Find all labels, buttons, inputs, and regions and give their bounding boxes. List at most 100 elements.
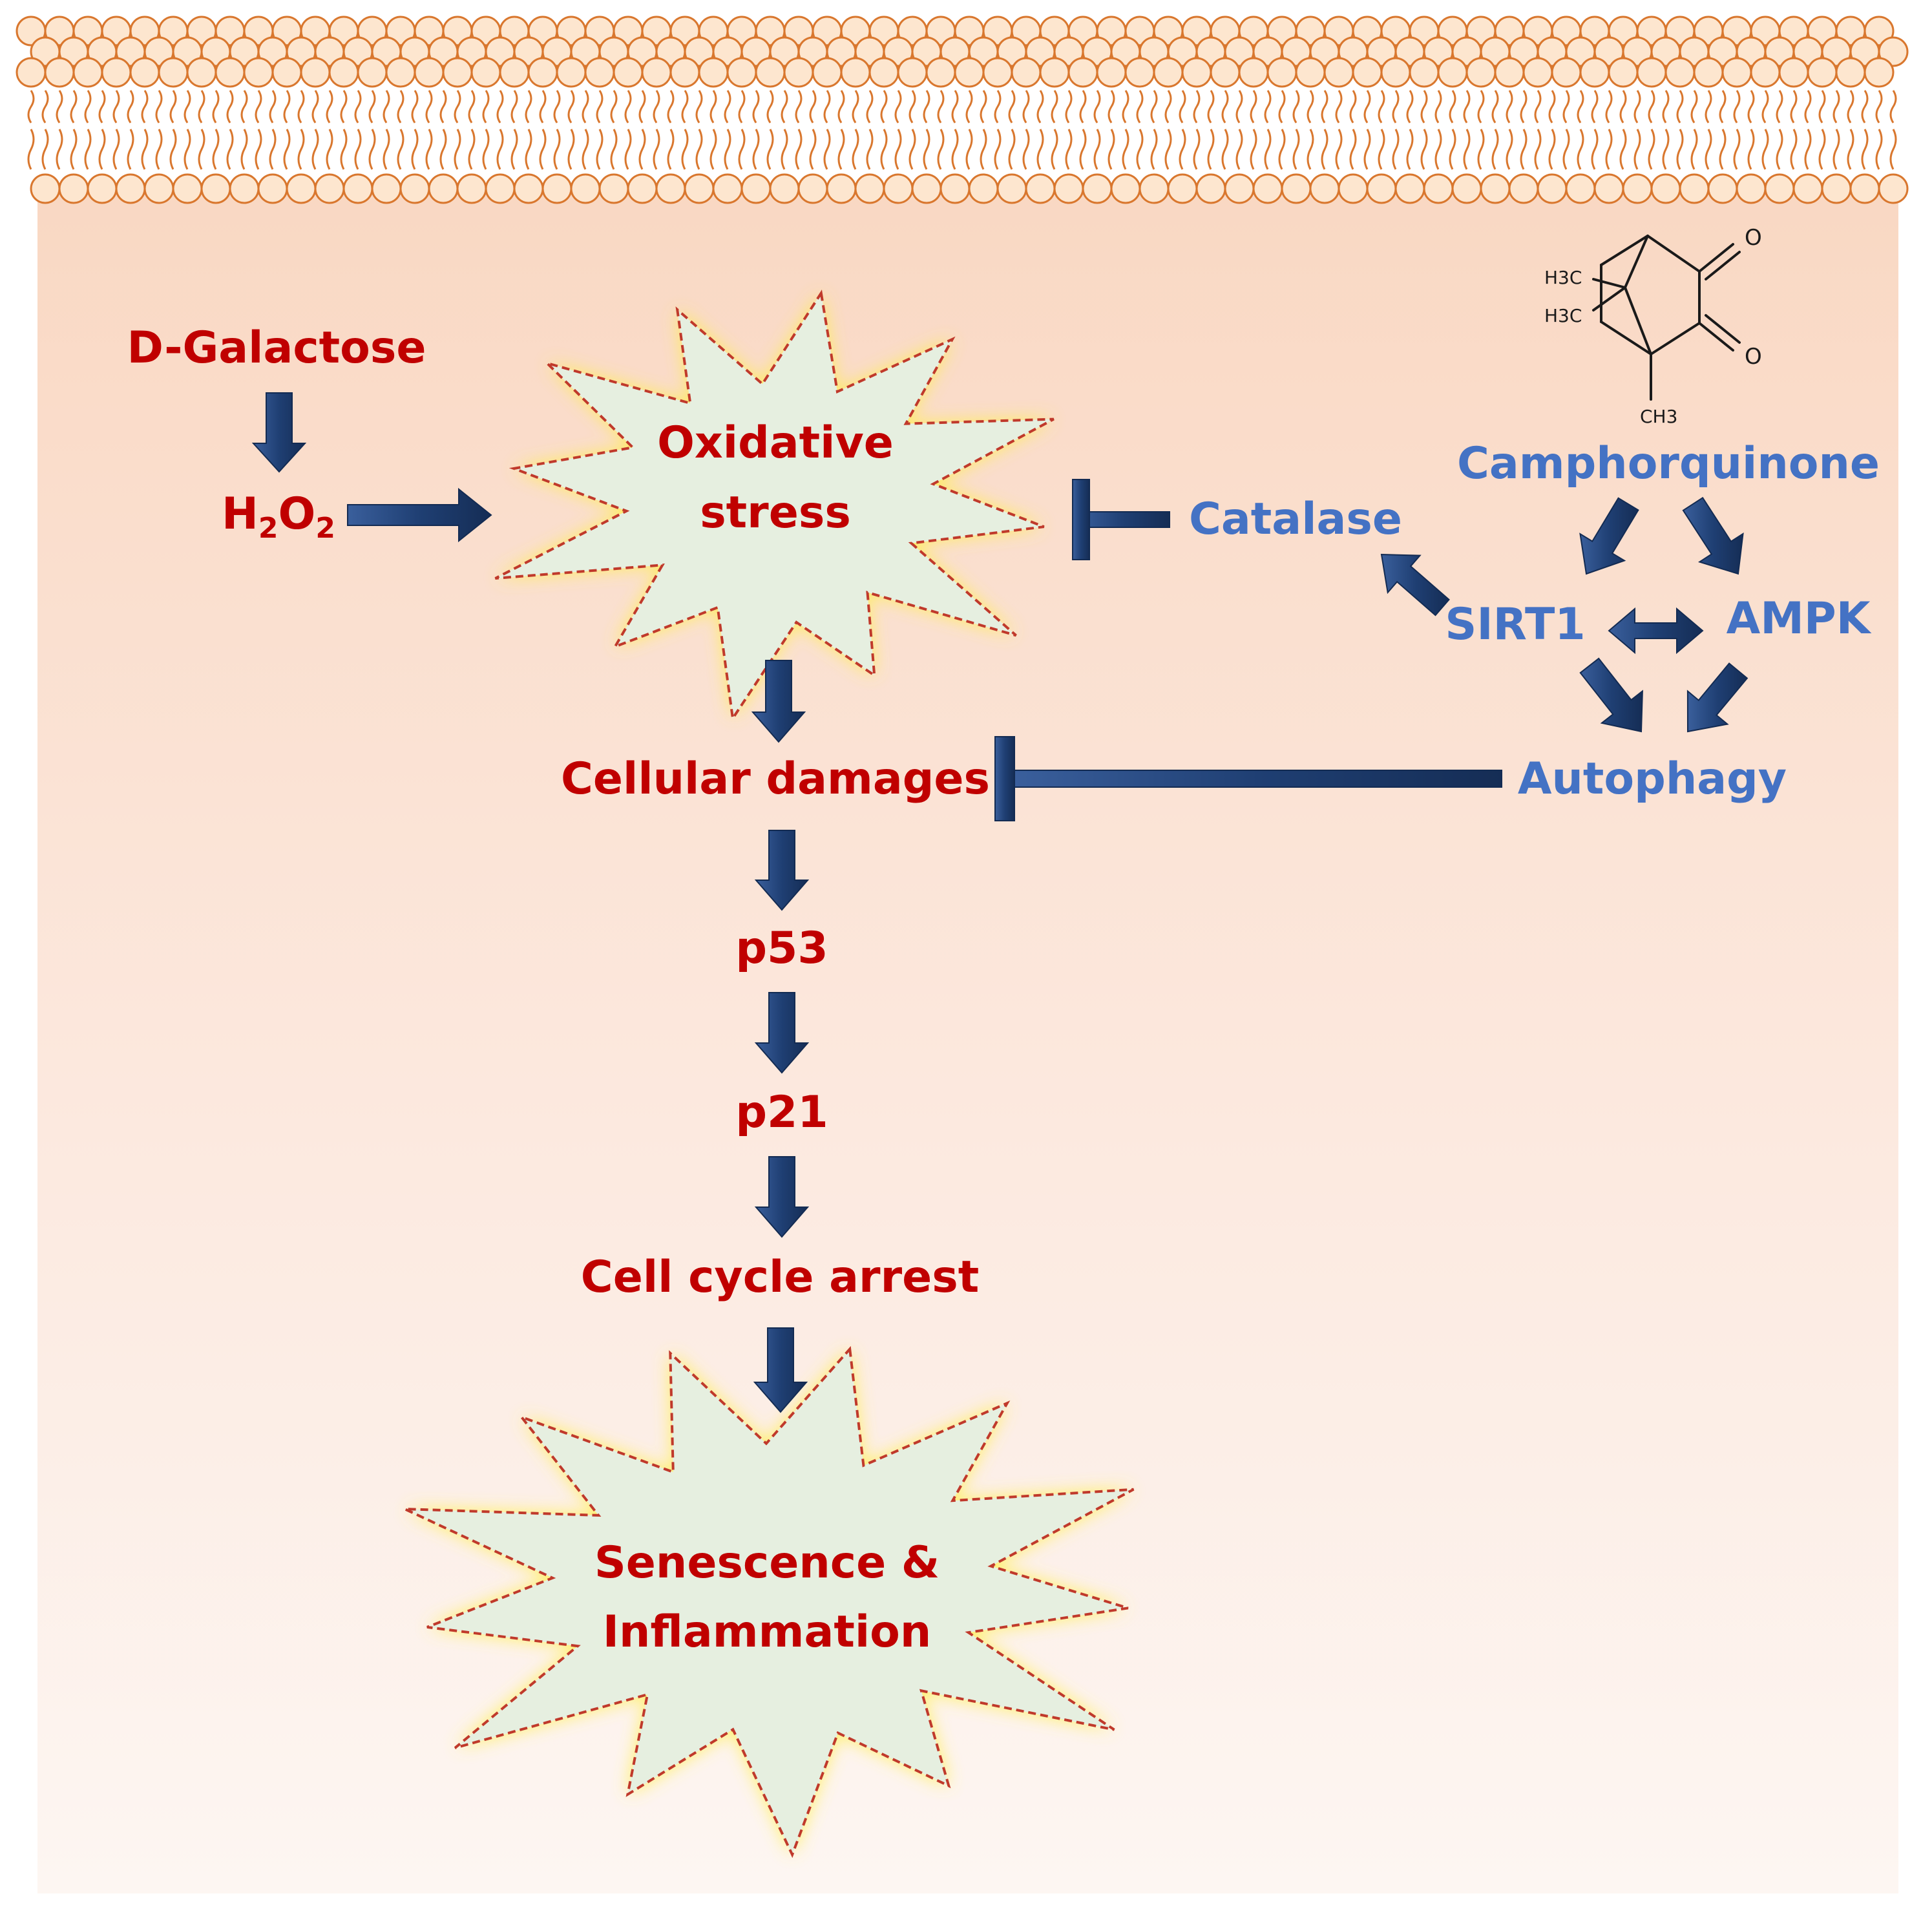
lipid-tail xyxy=(738,129,746,170)
lipid-tail xyxy=(965,129,973,170)
lipid-head xyxy=(726,57,757,88)
lipid-tail xyxy=(667,90,675,123)
lipid-head xyxy=(1124,57,1155,88)
lipid-tail xyxy=(681,90,689,123)
lipid-tail xyxy=(923,129,930,170)
lipid-tail xyxy=(1832,129,1840,170)
lipid-head xyxy=(1366,173,1397,204)
lipid-head xyxy=(1821,173,1852,204)
lipid-head xyxy=(1778,57,1809,88)
molecule-label-methyl-1: H3C xyxy=(1544,267,1582,288)
lipid-tail xyxy=(553,90,561,123)
bond xyxy=(1650,322,1701,355)
lipid-tail xyxy=(1875,129,1883,170)
lipid-tail xyxy=(1648,90,1655,123)
lipid-tail xyxy=(1832,90,1840,123)
lipid-tail xyxy=(781,90,788,123)
lipid-head xyxy=(470,57,501,88)
lipid-head xyxy=(1380,57,1411,88)
molecule-label-methyl-3: CH3 xyxy=(1640,406,1678,427)
lipid-tail xyxy=(1349,90,1357,123)
lipid-tail xyxy=(852,90,859,123)
lipid-head xyxy=(940,173,971,204)
lipid-tail xyxy=(1207,90,1215,123)
lipid-tail xyxy=(1676,129,1684,170)
lipid-head xyxy=(1352,57,1383,88)
lipid-tail xyxy=(340,90,348,123)
lipid-tail xyxy=(326,90,333,123)
cell-membrane xyxy=(16,16,1909,204)
lipid-tail xyxy=(1562,129,1570,170)
label-p21: p21 xyxy=(735,1087,828,1138)
lipid-tail xyxy=(695,129,703,170)
lipid-tail xyxy=(1790,90,1798,123)
lipid-head xyxy=(58,173,89,204)
label-oxidative-stress-line1: Oxidative xyxy=(657,417,894,469)
lipid-tail xyxy=(1776,90,1783,123)
lipid-tail xyxy=(1577,129,1584,170)
lipid-tail xyxy=(1619,90,1627,123)
lipid-tail xyxy=(1093,129,1101,170)
label-catalase: Catalase xyxy=(1189,494,1402,545)
lipid-tail xyxy=(326,129,333,170)
lipid-head xyxy=(1664,57,1696,88)
camphorquinone-structure xyxy=(1592,235,1741,401)
label-camphorquinone: Camphorquinone xyxy=(1456,438,1880,489)
label-oxidative-stress-line2: stress xyxy=(700,487,851,538)
lipid-head xyxy=(1039,57,1070,88)
inhibit-autophagy-shaft xyxy=(1014,770,1502,788)
lipid-tail xyxy=(454,90,461,123)
lipid-tail xyxy=(951,90,959,123)
lipid-tail xyxy=(1122,129,1129,170)
lipid-head xyxy=(286,173,317,204)
lipid-tail xyxy=(510,129,518,170)
lipid-tail xyxy=(240,129,248,170)
arrow-p53-to-p21 xyxy=(754,992,810,1074)
lipid-head xyxy=(72,57,103,88)
lipid-head xyxy=(186,57,217,88)
lipid-tail xyxy=(1520,129,1528,170)
lipid-tail xyxy=(1520,90,1528,123)
lipid-head xyxy=(328,57,359,88)
bond xyxy=(1646,235,1701,273)
lipid-tail xyxy=(1889,90,1897,123)
lipid-tail xyxy=(908,90,916,123)
lipid-tail xyxy=(1349,129,1357,170)
lipid-tail xyxy=(1733,90,1741,123)
oxidative-stress-burst xyxy=(494,290,1055,722)
lipid-tail xyxy=(1122,90,1129,123)
lipid-tail xyxy=(809,90,817,123)
lipid-head xyxy=(740,173,772,204)
lipid-head xyxy=(1807,57,1838,88)
lipid-tail xyxy=(283,90,291,123)
lipid-tail xyxy=(311,129,319,170)
lipid-head xyxy=(1394,173,1425,204)
lipid-tail xyxy=(1036,129,1044,170)
lipid-tail xyxy=(468,129,476,170)
lipid-tail xyxy=(1065,90,1073,123)
lipid-tail xyxy=(439,129,447,170)
molecule-label-methyl-2: H3C xyxy=(1544,305,1582,326)
lipid-tail xyxy=(56,129,63,170)
lipid-tail xyxy=(823,129,831,170)
lipid-head xyxy=(570,173,601,204)
lipid-head xyxy=(769,173,800,204)
lipid-tail xyxy=(638,129,646,170)
lipid-tail xyxy=(880,129,888,170)
lipid-tail xyxy=(994,129,1002,170)
lipid-head xyxy=(556,57,587,88)
lipid-tail xyxy=(1562,90,1570,123)
lipid-tail xyxy=(1079,129,1087,170)
lipid-head xyxy=(584,57,615,88)
lipid-tail xyxy=(908,129,916,170)
label-cell-cycle-arrest: Cell cycle arrest xyxy=(580,1252,980,1303)
lipid-head xyxy=(87,173,118,204)
lipid-tail xyxy=(383,90,390,123)
lipid-tail xyxy=(155,129,163,170)
lipid-tail xyxy=(1434,90,1442,123)
lipid-tail xyxy=(397,90,404,123)
lipid-tail xyxy=(766,129,774,170)
lipid-head xyxy=(1551,57,1582,88)
lipid-tail xyxy=(1761,90,1769,123)
